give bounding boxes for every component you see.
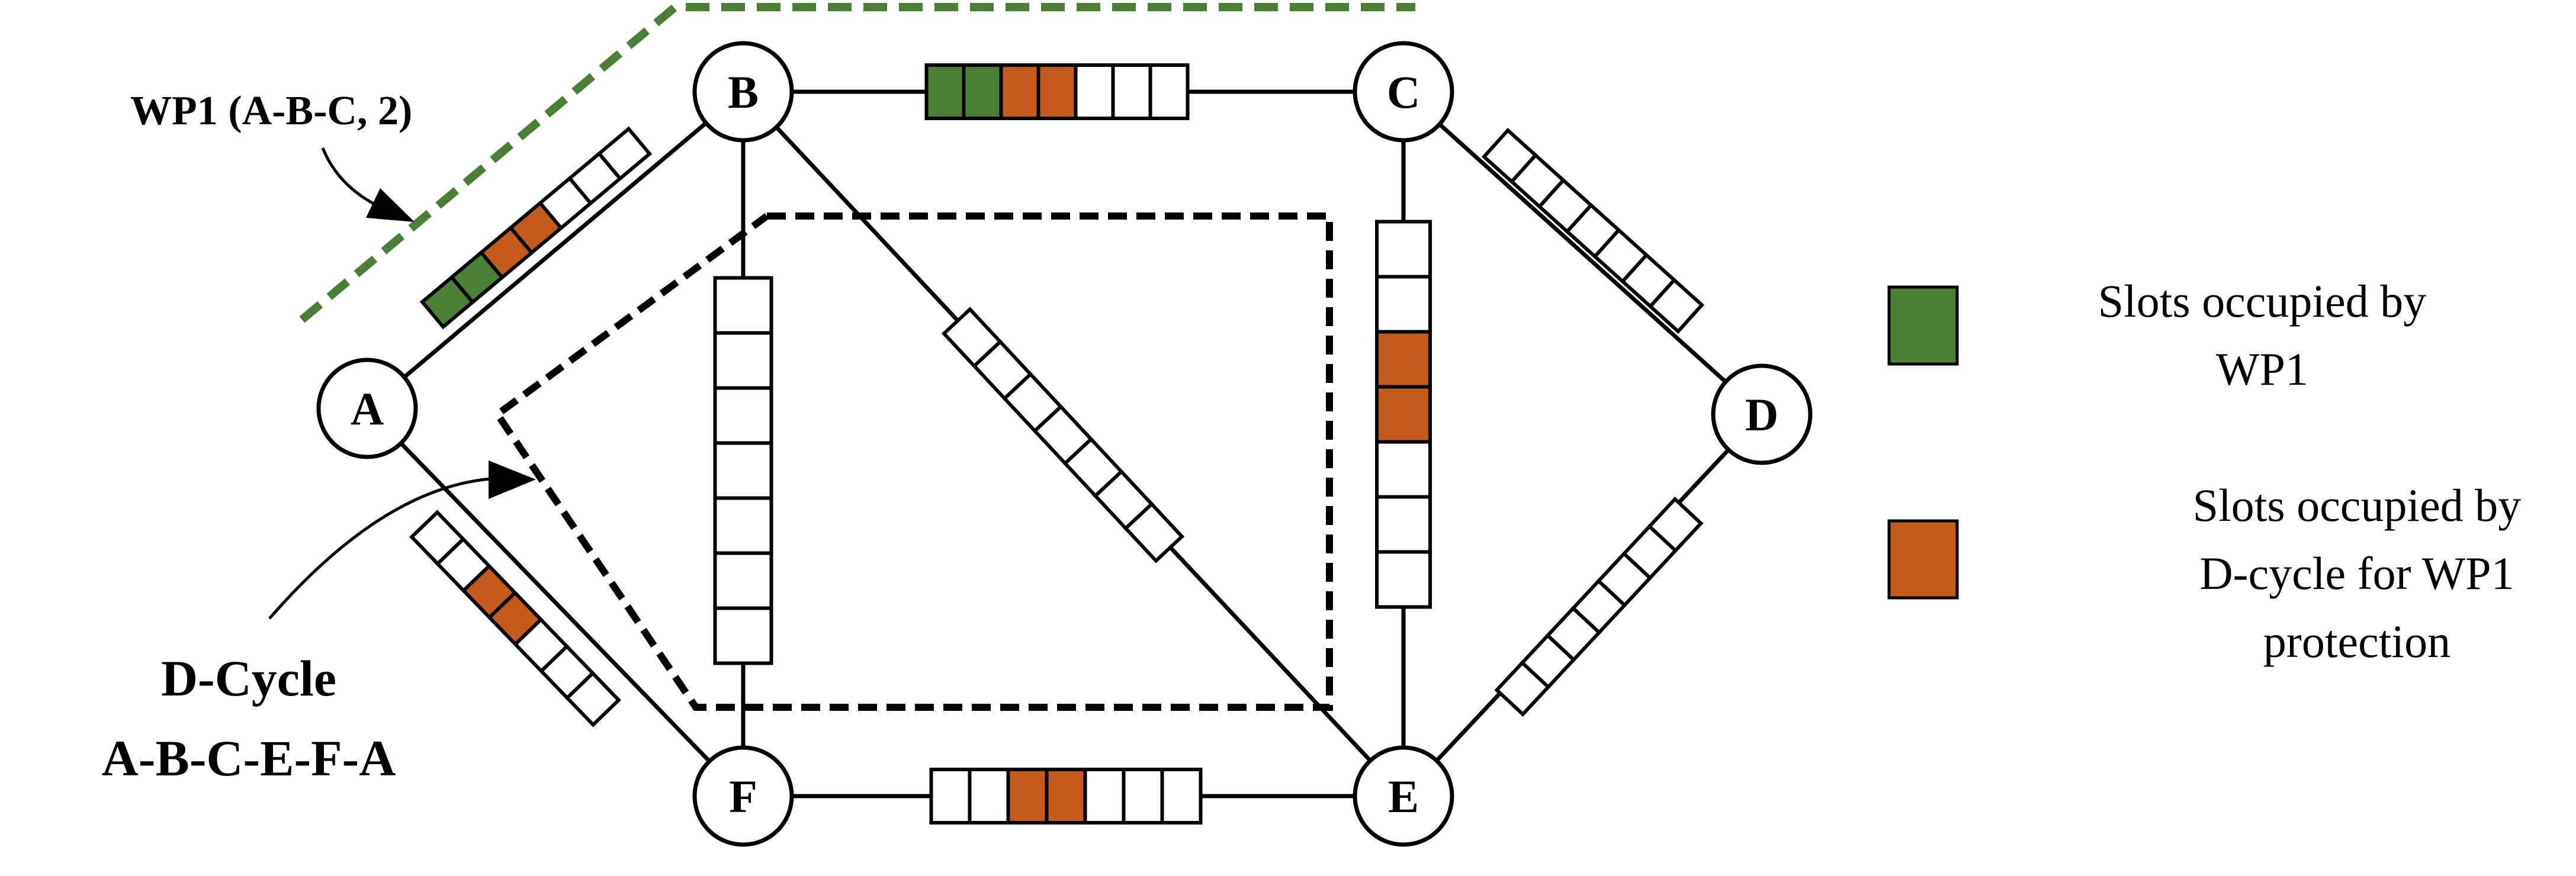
slots-layer bbox=[409, 63, 1705, 825]
link-C-D bbox=[1402, 90, 1764, 416]
slot-empty bbox=[1160, 768, 1203, 825]
slot-empty bbox=[596, 126, 653, 181]
slot-bar-D-E bbox=[1494, 497, 1704, 717]
legend: Slots occupied by WP1 Slots occupied by … bbox=[1887, 275, 2522, 667]
node-F: F bbox=[692, 745, 794, 847]
slot-empty bbox=[929, 768, 972, 825]
slot-empty bbox=[968, 768, 1010, 825]
legend-wp1-line2: WP1 bbox=[2216, 343, 2308, 395]
node-label: C bbox=[1387, 66, 1420, 118]
slot-bar-B-C bbox=[924, 63, 1190, 120]
dcycle-label-title: D-Cycle bbox=[161, 650, 336, 707]
slot-empty bbox=[1111, 63, 1152, 120]
slot-empty bbox=[713, 606, 773, 665]
legend-wp1-line1: Slots occupied by bbox=[2098, 275, 2427, 327]
link-A-B bbox=[365, 90, 745, 410]
slot-dcycle bbox=[1036, 63, 1078, 120]
slot-bar-A-B bbox=[419, 126, 653, 330]
slot-empty bbox=[1123, 501, 1185, 563]
node-label: F bbox=[729, 771, 757, 822]
slot-empty bbox=[564, 671, 621, 727]
node-B: B bbox=[692, 41, 794, 143]
slot-empty bbox=[1375, 550, 1432, 609]
node-label: D bbox=[1745, 389, 1778, 440]
slot-bar-A-F bbox=[409, 510, 621, 727]
legend-dcycle-line3: protection bbox=[2263, 616, 2450, 667]
slot-empty bbox=[713, 496, 773, 555]
slot-empty bbox=[713, 441, 773, 500]
link-A-F bbox=[365, 407, 745, 798]
slot-empty bbox=[713, 386, 773, 445]
node-label: E bbox=[1388, 771, 1419, 822]
node-E: E bbox=[1353, 745, 1454, 847]
slot-empty bbox=[1375, 220, 1432, 279]
legend-swatch-wp1 bbox=[1887, 285, 1959, 366]
slot-empty bbox=[1375, 440, 1432, 499]
node-C: C bbox=[1353, 41, 1454, 143]
node-label: A bbox=[351, 383, 384, 434]
legend-swatch-dcycle bbox=[1887, 519, 1959, 600]
slot-empty bbox=[1375, 275, 1432, 334]
wp1-arrowhead bbox=[366, 188, 415, 222]
node-D: D bbox=[1711, 363, 1813, 465]
slot-empty bbox=[1647, 277, 1705, 334]
wp1-label: WP1 (A-B-C, 2) bbox=[130, 88, 412, 134]
dcycle-label-path: A-B-C-E-F-A bbox=[102, 730, 396, 787]
nodes-layer: A B C D E F bbox=[316, 41, 1813, 847]
slot-bar-C-E bbox=[1375, 220, 1432, 609]
slot-empty bbox=[1122, 768, 1164, 825]
slot-dcycle bbox=[1045, 768, 1087, 825]
slot-bar-B-F bbox=[713, 276, 773, 665]
slot-wp1 bbox=[924, 63, 966, 120]
wp1-path bbox=[299, 2, 1415, 323]
slot-bar-B-E bbox=[941, 307, 1185, 563]
slot-wp1 bbox=[962, 63, 1003, 120]
node-label: B bbox=[728, 66, 759, 118]
dcycle-arrowhead bbox=[489, 460, 536, 499]
slot-empty bbox=[1375, 495, 1432, 554]
dcycle-path bbox=[492, 212, 1333, 711]
slot-dcycle bbox=[1006, 768, 1049, 825]
legend-dcycle-line2: D-cycle for WP1 bbox=[2199, 548, 2514, 599]
slot-bar-C-D bbox=[1481, 127, 1705, 334]
slot-dcycle bbox=[1375, 385, 1432, 444]
slot-bar-F-E bbox=[929, 768, 1203, 825]
slot-empty bbox=[713, 331, 773, 390]
legend-dcycle-line1: Slots occupied by bbox=[2193, 479, 2522, 531]
slot-empty bbox=[1148, 63, 1190, 120]
slot-empty bbox=[1647, 497, 1704, 553]
slot-empty bbox=[1083, 768, 1126, 825]
slot-empty bbox=[713, 551, 773, 610]
slot-empty bbox=[1074, 63, 1115, 120]
slot-dcycle bbox=[1375, 330, 1432, 389]
dcycle-pointer-arrow bbox=[268, 476, 501, 620]
node-A: A bbox=[316, 358, 418, 459]
slot-dcycle bbox=[999, 63, 1040, 120]
slot-empty bbox=[713, 276, 773, 335]
